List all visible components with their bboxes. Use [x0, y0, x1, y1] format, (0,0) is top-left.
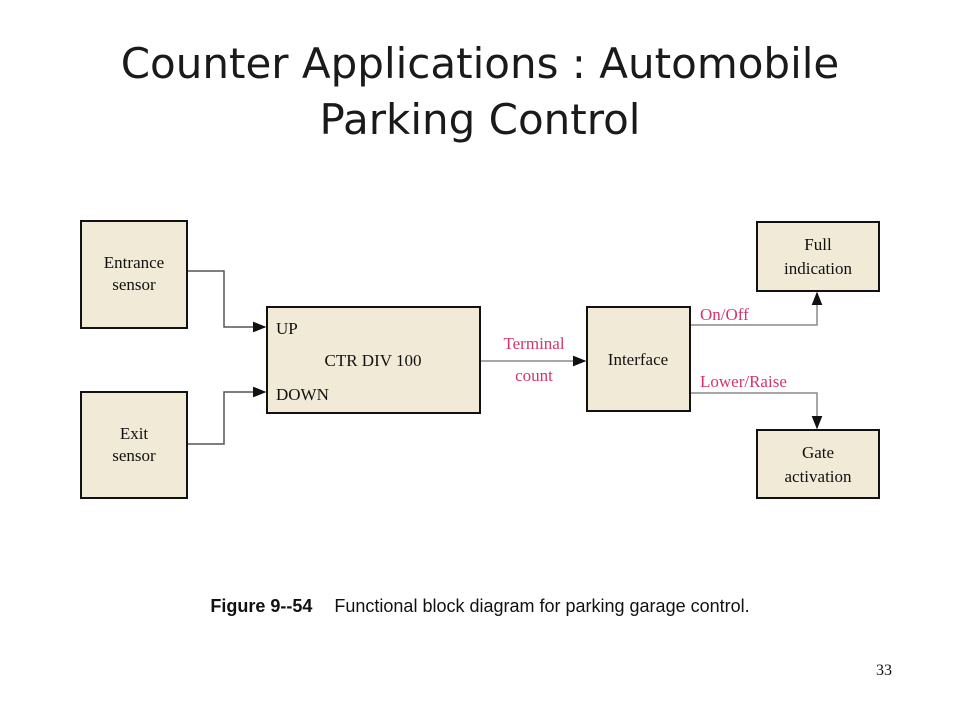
- terminal-count-label-2: count: [515, 366, 553, 385]
- page-number: 33: [876, 662, 892, 679]
- slide-title-line-1: Counter Applications : Automobile: [120, 39, 840, 88]
- on-off-label: On/Off: [700, 305, 749, 324]
- counter-box: [266, 306, 481, 414]
- slide-title-line-2: Parking Control: [319, 95, 641, 144]
- lower-raise-arrow: [691, 392, 823, 430]
- gate-activation-label-2: activation: [784, 467, 852, 486]
- counter-up-input-label: UP: [276, 319, 298, 338]
- gate-activation-block: Gate activation: [756, 429, 880, 499]
- full-indication-box: [756, 221, 880, 292]
- exit-to-down-arrow: [188, 386, 267, 445]
- interface-block: Interface: [586, 306, 691, 412]
- entrance-sensor-block: Entrance sensor: [80, 220, 188, 329]
- exit-sensor-block: Exit sensor: [80, 391, 188, 499]
- figure-caption: Figure 9--54 Functional block diagram for…: [0, 596, 960, 617]
- counter-down-input-label: DOWN: [276, 385, 329, 404]
- gate-activation-label-1: Gate: [802, 443, 834, 462]
- entrance-to-up-arrow: [188, 270, 267, 333]
- on-off-arrow: [691, 291, 823, 326]
- gate-activation-box: [756, 429, 880, 499]
- full-indication-label-2: indication: [784, 259, 852, 278]
- exit-sensor-box: [80, 391, 188, 499]
- exit-sensor-label-2: sensor: [112, 446, 156, 465]
- entrance-sensor-label-1: Entrance: [104, 253, 164, 272]
- figure-caption-text: Functional block diagram for parking gar…: [334, 596, 750, 616]
- interface-box: [586, 306, 691, 412]
- full-indication-label-1: Full: [804, 235, 832, 254]
- exit-sensor-label-1: Exit: [120, 424, 149, 443]
- lower-raise-label: Lower/Raise: [700, 372, 787, 391]
- interface-label: Interface: [608, 350, 668, 369]
- full-indication-block: Full indication: [756, 221, 880, 292]
- counter-block: UP CTR DIV 100 DOWN: [266, 306, 481, 414]
- figure-number: Figure 9--54: [210, 596, 313, 616]
- terminal-count-label-1: Terminal: [503, 334, 564, 353]
- slide-title: Counter Applications : Automobile Parkin…: [0, 36, 960, 148]
- entrance-sensor-box: [80, 220, 188, 329]
- counter-name-label: CTR DIV 100: [325, 351, 422, 370]
- entrance-sensor-label-2: sensor: [112, 275, 156, 294]
